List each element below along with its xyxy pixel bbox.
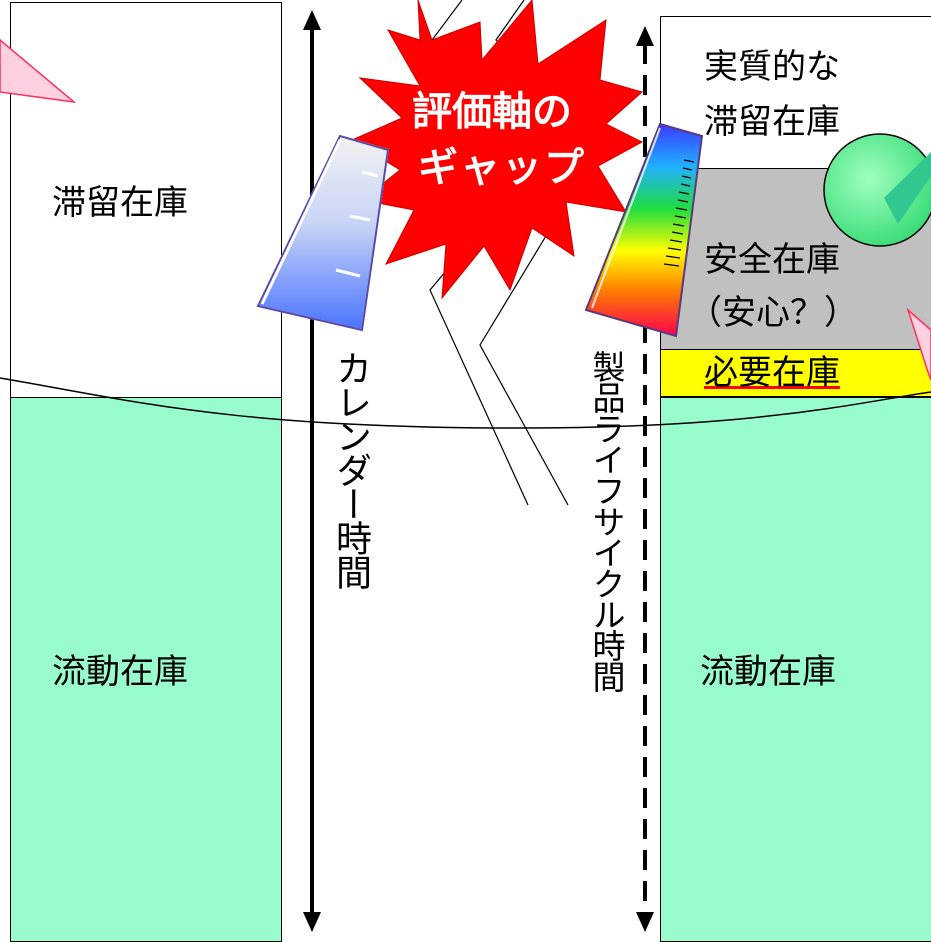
left-flow-box xyxy=(10,397,282,942)
right-required-stock-box xyxy=(660,349,931,397)
calendar-time-label: カレンダー時間 xyxy=(330,350,371,588)
right-safety-stock-label-1: 安全在庫 xyxy=(704,240,840,280)
right-real-stagnant-label-2: 滞留在庫 xyxy=(704,102,840,142)
left-callout-pointer xyxy=(0,39,77,104)
gap-burst-icon xyxy=(350,0,644,300)
right-callout-pointer xyxy=(906,307,931,381)
gauge-icon xyxy=(823,133,931,247)
right-real-stagnant-label-1: 実質的な xyxy=(704,47,840,87)
connecting-curve xyxy=(0,377,931,429)
right-safety-stock-label-2: （安心？） xyxy=(688,293,858,333)
lifecycle-time-label: 製品ライフサイクル時間 xyxy=(587,350,626,691)
rainbow-ruler-icon xyxy=(584,122,704,338)
burst-label-line1: 評価軸の xyxy=(412,89,572,135)
right-required-stock-label: 必要在庫 xyxy=(704,353,840,393)
left-stagnant-box xyxy=(10,2,282,399)
left-stagnant-label: 滞留在庫 xyxy=(52,183,188,223)
calendar-ruler-icon xyxy=(256,134,390,332)
burst-label-line2: ギャップ xyxy=(418,145,586,191)
left-flow-label: 流動在庫 xyxy=(52,652,188,692)
right-flow-label: 流動在庫 xyxy=(700,652,836,692)
right-flow-box xyxy=(660,397,931,942)
calendar-time-arrow xyxy=(303,10,321,932)
lifecycle-time-arrow xyxy=(636,26,654,932)
